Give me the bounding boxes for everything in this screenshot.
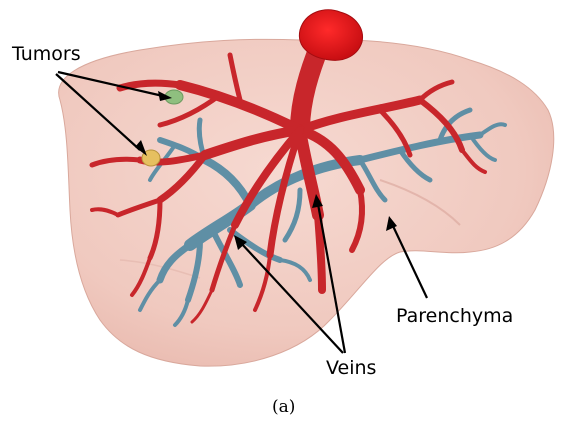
parenchyma-label: Parenchyma [396, 305, 513, 327]
figure-caption: (a) [272, 397, 295, 417]
tumors-label: Tumors [11, 43, 81, 65]
veins-label: Veins [326, 357, 376, 379]
vein-trunk-head [299, 10, 362, 61]
